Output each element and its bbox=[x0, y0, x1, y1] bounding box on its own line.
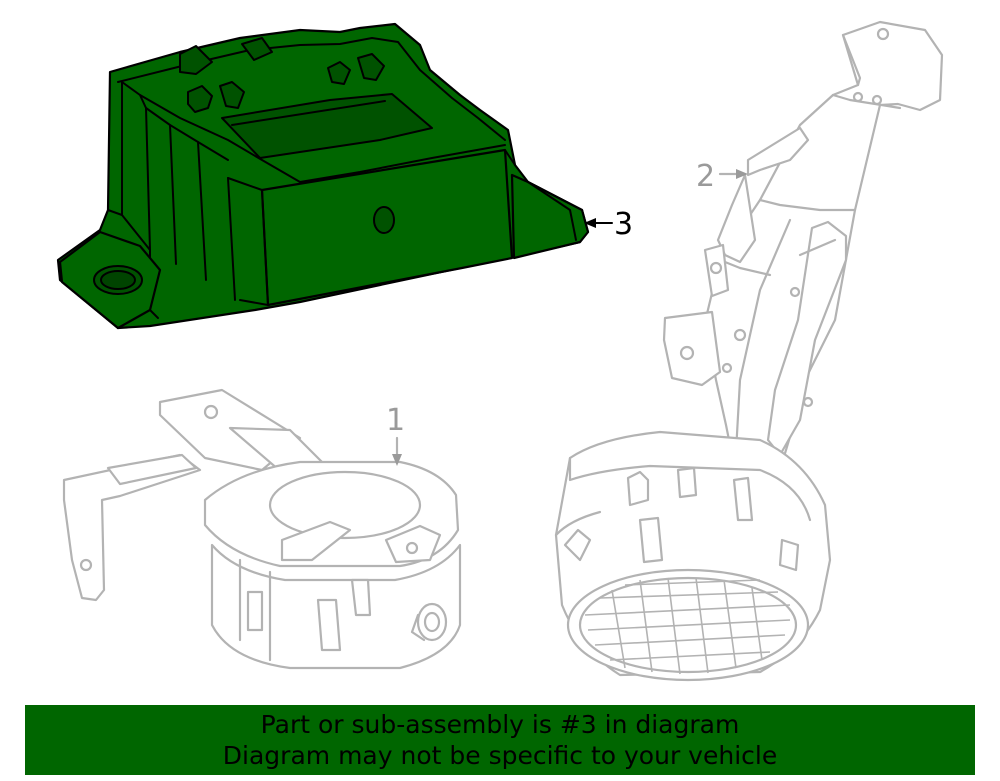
part-1-sensor-bracket bbox=[62, 388, 462, 670]
callout-1: 1 bbox=[386, 403, 405, 466]
callout-2-label: 2 bbox=[696, 159, 715, 194]
parts-diagram: 1 2 3 bbox=[56, 20, 944, 682]
callout-3-label: 3 bbox=[614, 207, 633, 242]
part-3-control-module bbox=[56, 22, 590, 330]
banner-line-2: Diagram may not be specific to your vehi… bbox=[222, 741, 778, 770]
callout-3: 3 bbox=[584, 207, 633, 242]
banner-line-1: Part or sub-assembly is #3 in diagram bbox=[260, 710, 740, 739]
callout-2: 2 bbox=[696, 159, 748, 194]
callout-1-label: 1 bbox=[386, 403, 405, 438]
sensor-grille bbox=[584, 577, 791, 675]
info-banner: Part or sub-assembly is #3 in diagram Di… bbox=[25, 705, 975, 775]
part-2-bracket-sensor bbox=[554, 20, 944, 682]
